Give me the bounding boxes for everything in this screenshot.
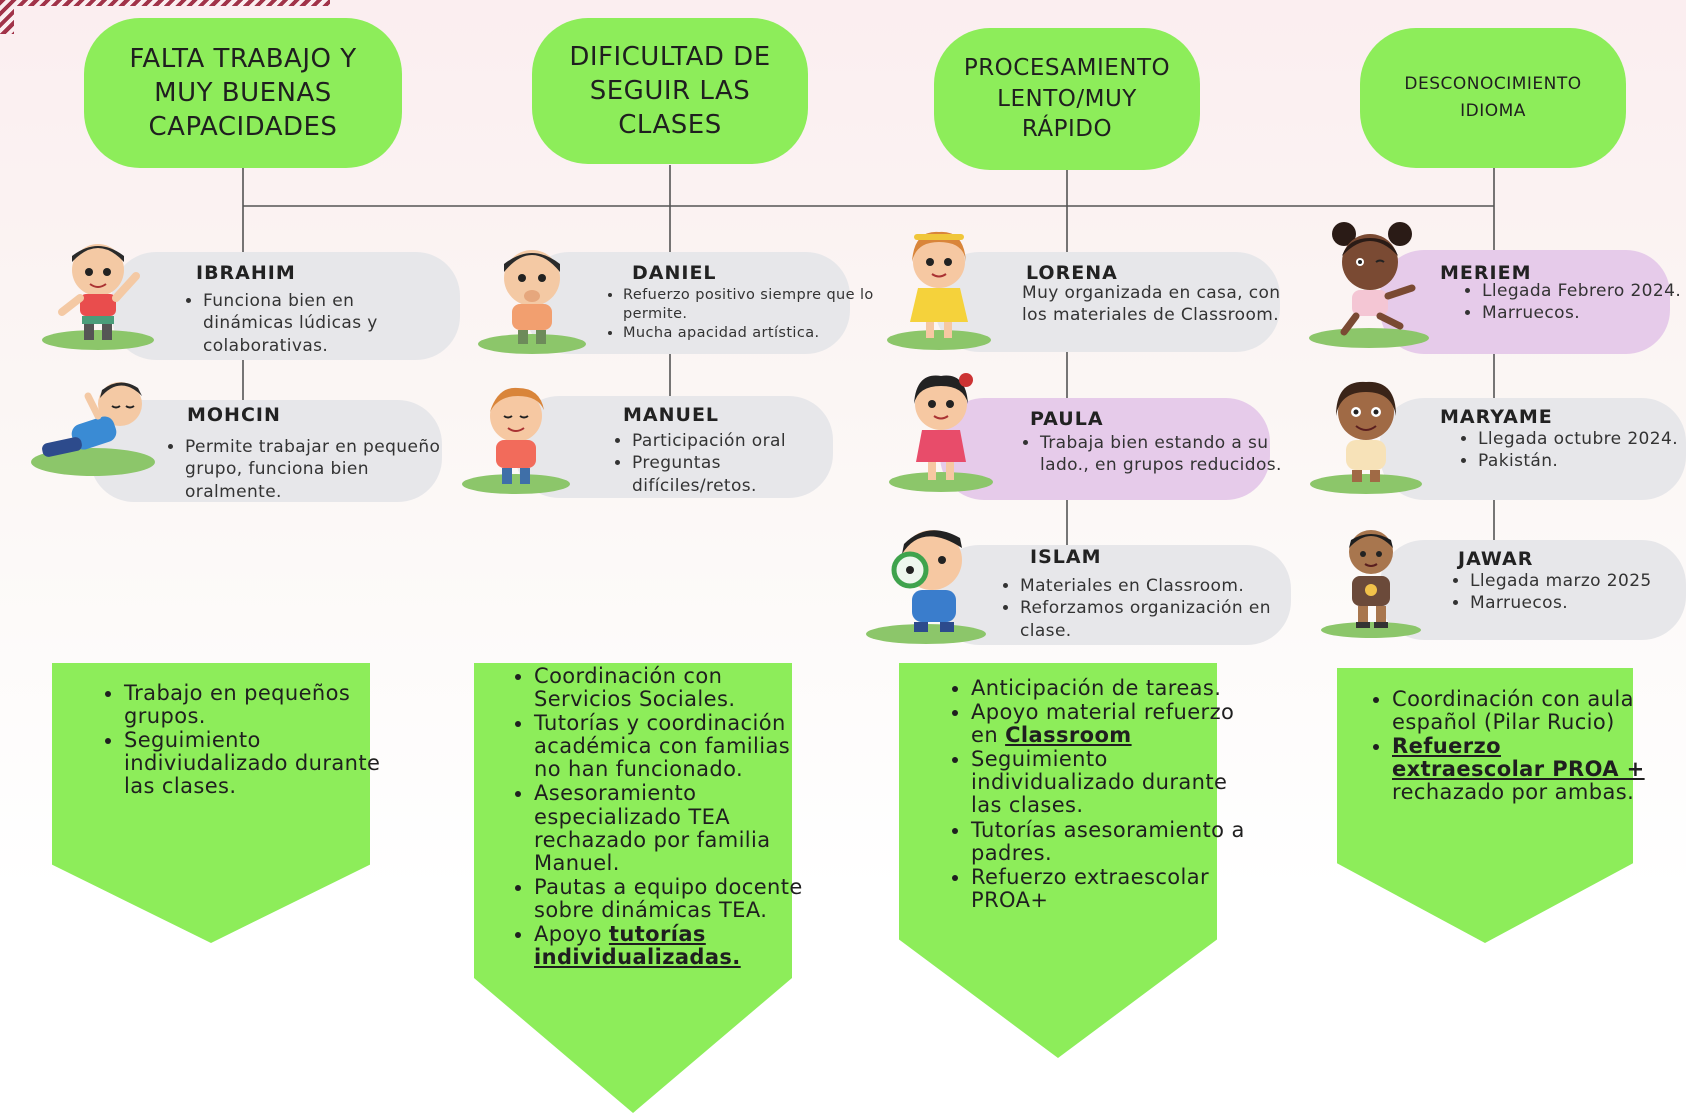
student-name: JAWAR (1458, 548, 1534, 570)
student-name: IBRAHIM (196, 262, 296, 284)
student-card-lorena (935, 252, 1280, 352)
child-waving-icon (42, 244, 154, 350)
student-notes: Materiales en Classroom. Reforzamos orga… (998, 575, 1306, 642)
student-name: MOHCIN (187, 404, 281, 426)
student-card-manuel (515, 396, 833, 498)
student-notes: Muy organizada en casa, con los material… (1022, 283, 1281, 326)
child-lying-icon (31, 382, 155, 476)
student-name: DANIEL (632, 262, 717, 284)
student-notes: Permite trabajar en pequeño grupo, funci… (163, 436, 467, 503)
student-card-islam (935, 545, 1291, 645)
student-name: MARYAME (1440, 406, 1553, 428)
measures-list-4: Coordinación con aula español (Pilar Ruc… (1364, 687, 1647, 805)
student-notes: Funciona bien en dinámicas lúdicas y col… (181, 290, 443, 357)
measures-list-3: Anticipación de tareas. Apoyo material r… (943, 676, 1246, 913)
student-notes: Participación oral Preguntas difíciles/r… (610, 430, 842, 497)
girl-dancing-icon (1309, 222, 1429, 348)
student-card-mohcin (90, 400, 442, 502)
decorative-stripe-vertical (0, 0, 14, 34)
student-name: MERIEM (1440, 262, 1532, 284)
student-name: MANUEL (623, 404, 720, 426)
student-notes: Trabaja bien estando a su lado., en grup… (1018, 432, 1290, 477)
student-notes: Llegada octubre 2024. Pakistán. (1456, 428, 1678, 473)
girl-red-dress-icon (889, 373, 993, 492)
decorative-stripe (0, 0, 330, 6)
student-name: PAULA (1030, 408, 1104, 430)
child-smiling-icon (462, 387, 570, 494)
boy-magnifier-icon (866, 530, 986, 644)
child-thinking-icon (478, 250, 586, 354)
student-notes: Llegada Febrero 2024. Marruecos. (1460, 280, 1682, 325)
student-card-daniel (525, 252, 850, 354)
measures-list-2: Coordinación con Servicios Sociales. Tut… (506, 664, 814, 970)
student-card-paula (940, 398, 1270, 500)
boy-standing-icon (1321, 530, 1421, 638)
girl-happy-icon (1310, 381, 1422, 494)
girl-yellow-dress-icon (887, 231, 991, 350)
student-card-ibrahim (112, 252, 460, 360)
student-card-jawar (1380, 540, 1686, 640)
student-notes: Refuerzo positivo siempre que lo permite… (601, 286, 881, 343)
student-notes: Llegada marzo 2025 Marruecos. (1448, 570, 1686, 615)
student-name: ISLAM (1030, 546, 1102, 568)
student-name: LORENA (1026, 262, 1118, 284)
measures-list-1: Trabajo en pequeños grupos. Seguimiento … (96, 681, 394, 799)
student-card-maryame (1380, 398, 1686, 500)
